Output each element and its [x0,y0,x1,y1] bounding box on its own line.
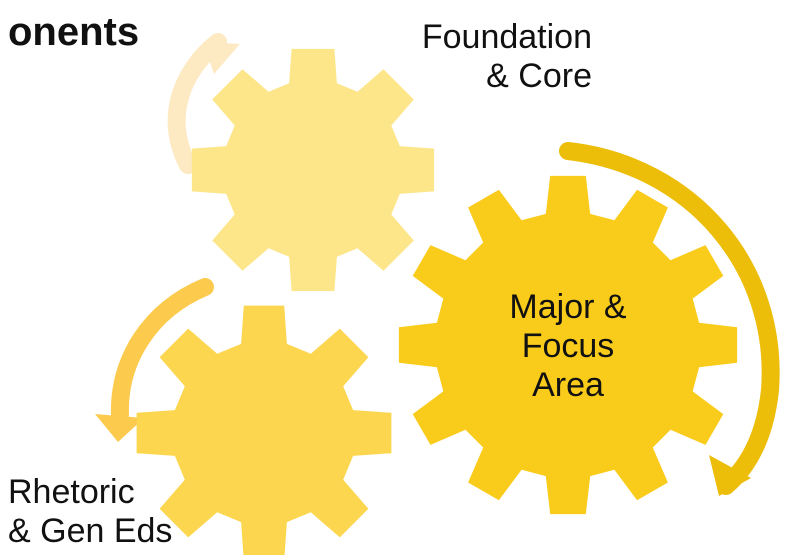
major-focus-area-label: Major & Focus Area [480,288,656,405]
rhetoric-gen-eds-label: Rhetoric & Gen Eds [8,473,238,551]
arrow-faint-top [167,33,227,174]
arrowhead-rhetoric-left [95,414,144,442]
foundation-core-label: Foundation & Core [390,18,592,96]
arrowhead-faint-top [203,42,240,74]
foundation-core-gear [191,48,435,292]
gear-group [136,48,738,555]
rhetoric-label-line-1: Rhetoric [8,473,135,511]
major-focus-area-gear [398,175,738,515]
arrow-major-right [559,142,780,495]
major-label-line-3: Area [532,366,604,404]
rhetoric-label-line-2: & Gen Eds [8,512,173,550]
rhetoric-gen-eds-gear [136,305,392,555]
arrow-rhetoric-left [110,278,214,424]
major-label-line-1: Major & [509,288,627,326]
arrowhead-major-right [709,455,751,496]
cycle-arrows [95,33,780,496]
slide-title: onents [8,10,140,54]
foundation-label-line-2: & Core [486,57,592,95]
foundation-label-line-1: Foundation [421,18,592,56]
major-label-line-2: Focus [521,327,615,365]
